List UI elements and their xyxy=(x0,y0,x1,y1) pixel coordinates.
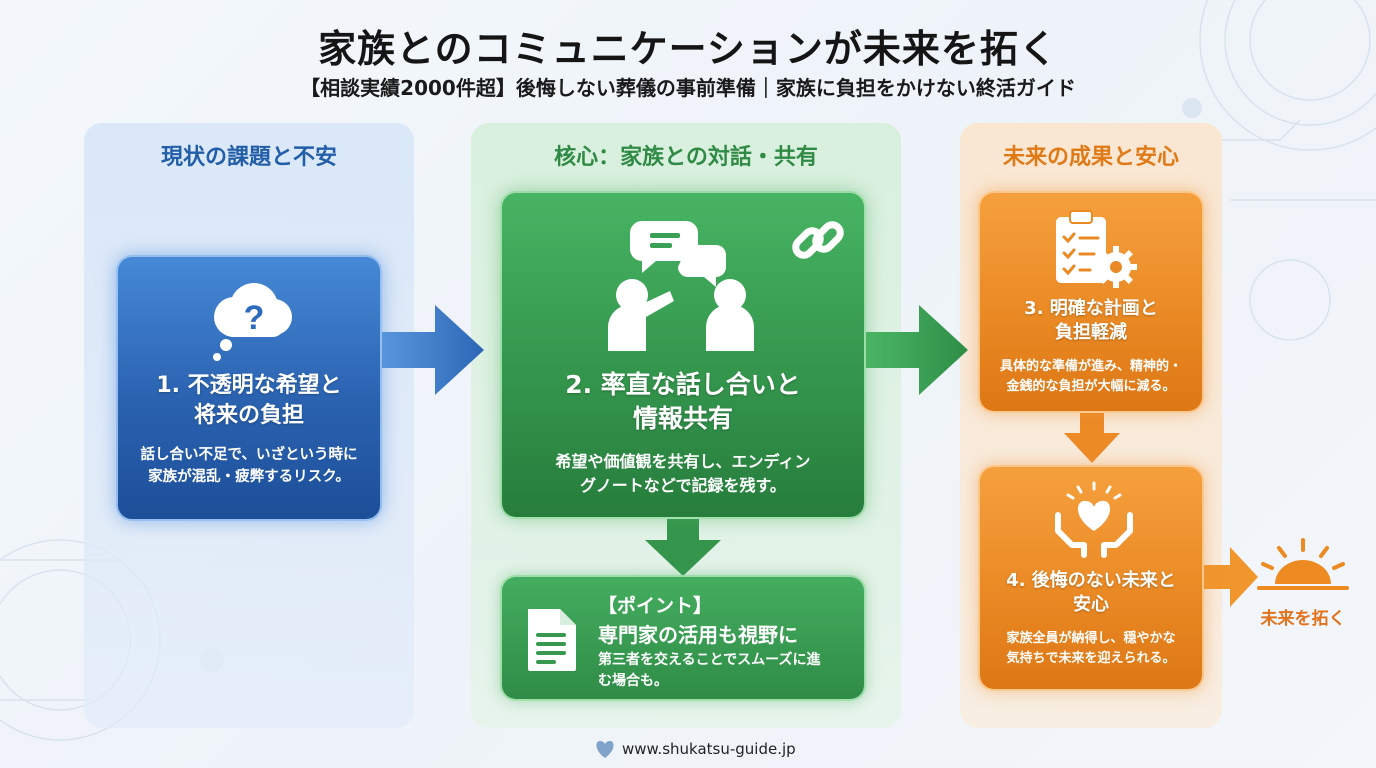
step-2-title: 2. 率直な話し合いと 情報共有 xyxy=(502,368,864,436)
question-cloud-icon: ? xyxy=(213,283,292,361)
footer-url[interactable]: www.shukatsu-guide.jp xyxy=(622,740,796,758)
arrow-step1-to-step2 xyxy=(380,305,484,395)
step-4-card: 4. 後悔のない未来と 安心 家族全員が納得し、穏やかな 気持ちで未来を迎えられ… xyxy=(978,465,1204,691)
page-subtitle: 【相談実績2000件超】後悔しない葬儀の事前準備｜家族に負担をかけない終活ガイド xyxy=(300,76,1076,100)
step-3-body: 具体的な準備が進み、精神的・ 金銭的な負担が大幅に減る。 xyxy=(980,357,1202,396)
step-4-body-line1: 家族全員が納得し、穏やかな xyxy=(1006,631,1176,646)
step-3-title: 3. 明確な計画と 負担軽減 xyxy=(980,297,1202,346)
step-3-title-line1: 3. 明確な計画と xyxy=(1024,298,1158,319)
step-4-title-line1: 4. 後悔のない未来と xyxy=(1006,570,1176,591)
point-label: 【ポイント】 xyxy=(598,595,713,617)
step-4-body-line2: 気持ちで未来を迎えられる。 xyxy=(1006,650,1176,666)
outcome-label: 未来を拓く xyxy=(1260,609,1346,629)
step-1-body-line2: 家族が混乱・疲弊するリスク。 xyxy=(148,468,350,485)
step-2-body: 希望や価値観を共有し、エンディン グノートなどで記録を残す。 xyxy=(502,450,864,498)
arrow-step2-to-step3 xyxy=(864,305,968,395)
panel-heading-future: 未来の成果と安心 xyxy=(1002,145,1179,170)
point-body-line2: む場合も。 xyxy=(598,673,668,689)
step-3-card: 3. 明確な計画と 負担軽減 具体的な準備が進み、精神的・ 金銭的な負担が大幅に… xyxy=(978,191,1204,413)
step-2-body-line2: グノートなどで記録を残す。 xyxy=(580,476,786,495)
point-body: 第三者を交えることでスムーズに進 む場合も。 xyxy=(598,650,848,692)
step-1-title-line2: 将来の負担 xyxy=(193,402,304,428)
point-card: 【ポイント】 専門家の活用も視野に 第三者を交えることでスムーズに進 む場合も。 xyxy=(500,575,866,701)
svg-text:?: ? xyxy=(244,299,265,337)
chain-link-icon xyxy=(792,221,844,259)
step-1-body-line1: 話し合い不足で、いざという時に xyxy=(140,447,358,463)
arrow-step2-to-point xyxy=(645,518,721,576)
step-1-title-line1: 1. 不透明な希望と xyxy=(156,373,342,398)
clipboard-gear-icon xyxy=(1056,210,1137,288)
step-4-title-line2: 安心 xyxy=(1073,594,1109,616)
document-icon xyxy=(528,609,576,671)
sunrise-icon xyxy=(1257,538,1349,590)
step-2-body-line1: 希望や価値観を共有し、エンディン xyxy=(555,452,811,471)
step-1-card: ? 1. 不透明な希望と 将来の負担 話し合い不足で、いざという時に 家族が混乱… xyxy=(116,255,382,521)
step-1-title: 1. 不透明な希望と 将来の負担 xyxy=(118,371,380,430)
step-3-body-line2: 金銭的な負担が大幅に減る。 xyxy=(1006,378,1176,394)
step-2-title-line1: 2. 率直な話し合いと xyxy=(565,370,801,399)
arrow-step4-to-outcome xyxy=(1200,547,1258,607)
heart-logo-icon xyxy=(596,741,614,758)
panel-heading-current: 現状の課題と不安 xyxy=(160,145,337,170)
point-body-line1: 第三者を交えることでスムーズに進 xyxy=(598,652,821,668)
page-title: 家族とのコミュニケーションが未来を拓く xyxy=(318,27,1058,71)
conversation-people-icon xyxy=(608,221,754,351)
step-4-title: 4. 後悔のない未来と 安心 xyxy=(980,569,1202,618)
step-2-card: 2. 率直な話し合いと 情報共有 希望や価値観を共有し、エンディン グノートなど… xyxy=(500,191,866,519)
heart-hands-icon xyxy=(1055,481,1133,558)
step-1-body: 話し合い不足で、いざという時に 家族が混乱・疲弊するリスク。 xyxy=(118,445,380,489)
panel-heading-core: 核心：家族との対話・共有 xyxy=(554,145,818,170)
point-title: 専門家の活用も視野に xyxy=(598,623,798,647)
step-3-title-line2: 負担軽減 xyxy=(1055,322,1127,344)
step-3-body-line1: 具体的な準備が進み、精神的・ xyxy=(999,359,1182,374)
arrow-step3-to-step4 xyxy=(1064,413,1120,463)
step-2-title-line2: 情報共有 xyxy=(632,403,733,433)
step-4-body: 家族全員が納得し、穏やかな 気持ちで未来を迎えられる。 xyxy=(980,629,1202,668)
